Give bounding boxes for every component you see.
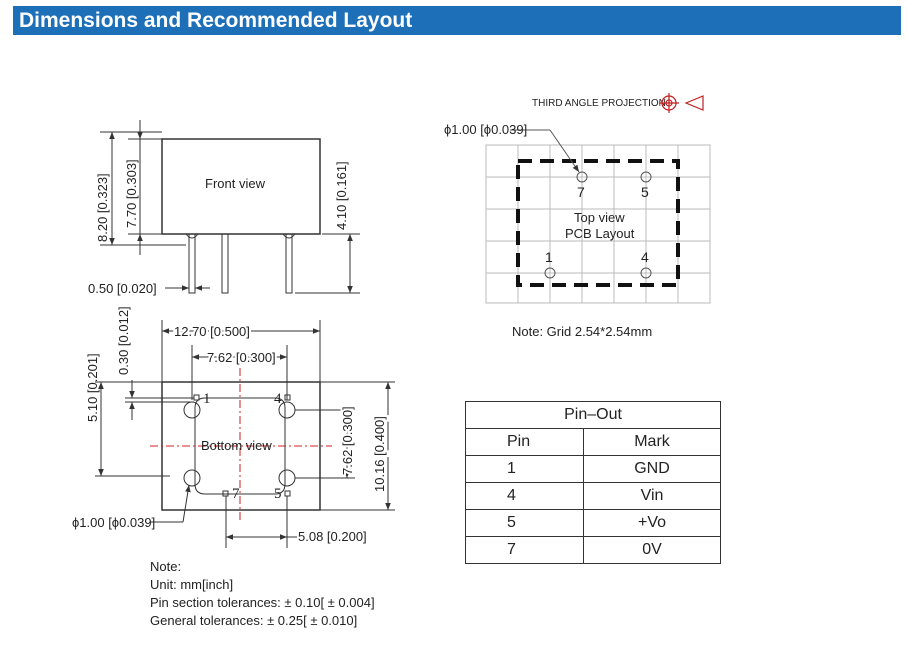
pinout-pin: 1: [465, 455, 584, 483]
bottom-view-title: Bottom view: [201, 438, 272, 453]
pinout-header-mark: Mark: [583, 428, 721, 456]
dim-height-body: 7.70 [0.303]: [124, 159, 139, 228]
section-title: Dimensions and Recommended Layout: [19, 9, 413, 32]
grid-note: Note: Grid 2.54*2.54mm: [512, 324, 652, 339]
front-body: [161, 138, 321, 235]
front-pin: [188, 233, 196, 294]
dim-pin-section: 0.30 [0.012]: [116, 306, 131, 375]
pcb-layout-title: PCB Layout: [565, 226, 635, 241]
projection-label: THIRD ANGLE PROJECTION: [532, 98, 666, 109]
pinout-mark: 0V: [583, 536, 721, 564]
dim-height: 10.16 [0.400]: [372, 416, 387, 492]
front-view: [100, 120, 360, 294]
pcb-hole: [640, 267, 652, 279]
dim-pin-length: 4.10 [0.161]: [334, 161, 349, 230]
pcb-hole: [576, 171, 588, 183]
note-unit: Unit: mm[inch]: [150, 577, 234, 592]
dim-hole-bottom: ϕ1.00 [ϕ0.039]: [72, 515, 155, 530]
note-heading: Note:: [150, 559, 182, 574]
pinout-table: Pin–Out Pin Mark 1 GND 4 Vin 5 +Vo 7 0V: [465, 401, 721, 564]
table-row: Pin Mark: [465, 428, 721, 456]
front-view-title: Front view: [205, 176, 266, 191]
bottom-pin-hole: [183, 469, 201, 487]
bottom-pin-pad: [284, 490, 291, 497]
dim-pin-spacing: 7.62 [0.300]: [207, 350, 276, 365]
projection-symbol-icon: [659, 93, 704, 113]
pcb-grid: [485, 144, 711, 304]
pcb-hole: [544, 267, 556, 279]
dim-pin-width: 0.50 [0.020]: [88, 281, 157, 296]
dim-vert-spacing: 7.62 [0.300]: [340, 406, 355, 475]
bottom-pin-label: 1: [203, 391, 211, 407]
table-row: 1 GND: [465, 455, 721, 483]
note-pin-tolerance: Pin section tolerances: ± 0.10[ ± 0.004]: [150, 595, 375, 610]
pcb-pin-label: 1: [545, 249, 553, 265]
pinout-mark: +Vo: [583, 509, 721, 537]
pinout-pin: 5: [465, 509, 584, 537]
dim-hole-top: ϕ1.00 [ϕ0.039]: [444, 122, 527, 137]
bottom-pin-hole: [183, 401, 201, 419]
front-pin: [221, 233, 229, 294]
table-row: 7 0V: [465, 536, 721, 564]
table-row: 4 Vin: [465, 482, 721, 510]
pinout-header-pin: Pin: [465, 428, 584, 456]
section-header: Dimensions and Recommended Layout: [13, 6, 901, 35]
pcb-outline: [516, 159, 680, 287]
pcb-holes: [510, 129, 652, 279]
front-pin: [285, 233, 293, 294]
bottom-pin-label: 5: [274, 486, 282, 502]
pinout-title: Pin–Out: [465, 401, 721, 429]
dim-top-offset: 5.10 [0.201]: [85, 353, 100, 422]
pinout-pin: 7: [465, 536, 584, 564]
top-view-title: Top view: [574, 210, 625, 225]
pinout-mark: GND: [583, 455, 721, 483]
dim-height-total: 8.20 [0.323]: [95, 173, 110, 242]
pinout-mark: Vin: [583, 482, 721, 510]
bottom-pin-hole: [278, 469, 296, 487]
dim-offset: 5.08 [0.200]: [298, 529, 367, 544]
dim-width: 12.70 [0.500]: [174, 324, 250, 339]
bottom-pin-label: 7: [232, 486, 240, 502]
note-general-tolerance: General tolerances: ± 0.25[ ± 0.010]: [150, 613, 358, 628]
bottom-pin-label: 4: [274, 391, 282, 407]
table-row: 5 +Vo: [465, 509, 721, 537]
pcb-pin-label: 5: [641, 184, 649, 200]
bottom-centerlines: [150, 368, 332, 520]
pcb-pin-label: 4: [641, 249, 649, 265]
pcb-hole: [640, 171, 652, 183]
pinout-pin: 4: [465, 482, 584, 510]
pcb-pin-label: 7: [577, 184, 585, 200]
